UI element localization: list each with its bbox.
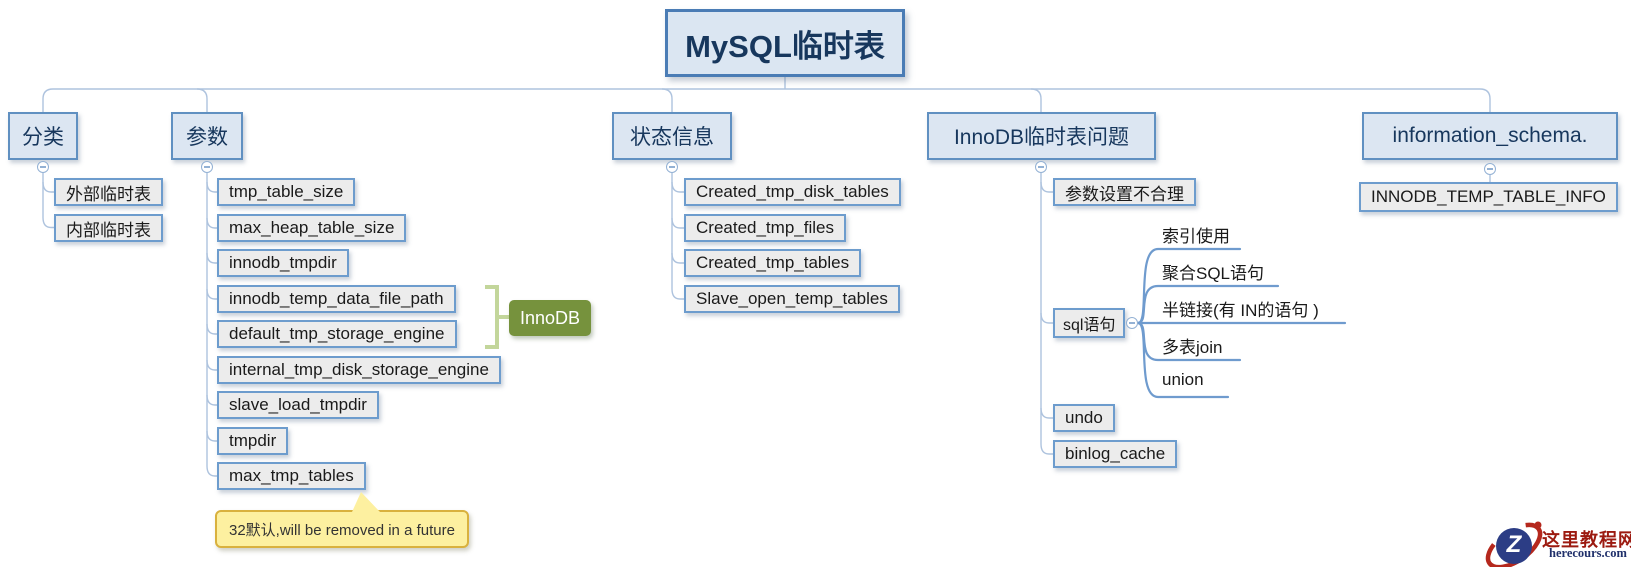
subtopic-label: sql语句	[1063, 317, 1116, 334]
root-topic[interactable]: MySQL临时表	[665, 9, 905, 77]
subtopic-internal-temp-table[interactable]: 内部临时表	[54, 214, 163, 242]
collapse-icon-status[interactable]	[666, 161, 678, 173]
line-topic-label: 多表join	[1162, 338, 1223, 357]
collapse-icon-innodb-issues[interactable]	[1035, 161, 1047, 173]
drop-parameters	[196, 88, 208, 112]
subtopic-label: tmp_table_size	[229, 182, 344, 201]
max-tmp-tables-callout[interactable]: 32默认,will be removed in a future	[215, 510, 469, 548]
subtopic-label: 外部临时表	[66, 184, 151, 204]
subtopic-label: 参数设置不合理	[1065, 184, 1184, 204]
watermark-circle	[1496, 528, 1532, 564]
line-topic-multi-table-join[interactable]: 多表join	[1162, 333, 1222, 358]
collapse-icon-parameters[interactable]	[201, 161, 213, 173]
stub-classification-1	[42, 181, 54, 193]
watermark-logo-letter: Z	[1506, 531, 1522, 558]
subtopic-label: Created_tmp_files	[696, 218, 834, 237]
subtopic-external-temp-table[interactable]: 外部临时表	[54, 178, 163, 206]
subtopic-label: 内部临时表	[66, 220, 151, 240]
subtopic-label: Created_tmp_tables	[696, 253, 850, 272]
line-topic-aggregate-sql[interactable]: 聚合SQL语句	[1162, 259, 1264, 284]
subtopic-slave-open-temp-tables[interactable]: Slave_open_temp_tables	[684, 285, 900, 313]
subtopic-innodb-temp-data-file-path[interactable]: innodb_temp_data_file_path	[217, 285, 456, 313]
collapse-icon-sql-statements[interactable]	[1126, 317, 1138, 329]
subtopic-created-tmp-tables[interactable]: Created_tmp_tables	[684, 249, 862, 277]
subtopic-max-heap-table-size[interactable]: max_heap_table_size	[217, 214, 407, 242]
callout-text: 32默认,will be removed in a future	[229, 521, 455, 539]
root-topic-label: MySQL临时表	[685, 28, 885, 64]
subtopic-tmpdir[interactable]: tmpdir	[217, 427, 289, 455]
subtopic-label: internal_tmp_disk_storage_engine	[229, 360, 489, 379]
topic-information-schema-label: information_schema.	[1392, 124, 1588, 147]
line-topic-label: 半链接(有 IN的语句 )	[1162, 301, 1319, 320]
innodb-group-label[interactable]: InnoDB	[509, 300, 591, 336]
topic-status-label: 状态信息	[630, 126, 714, 149]
callout-pointer	[352, 492, 380, 512]
collapse-icon-classification[interactable]	[37, 161, 49, 173]
line-topic-index-usage[interactable]: 索引使用	[1162, 222, 1230, 247]
sql-fan-lines	[1136, 247, 1347, 399]
innodb-group-label-text: InnoDB	[519, 307, 581, 328]
subtopic-label: max_tmp_tables	[229, 466, 354, 485]
subtopic-unreasonable-parameters[interactable]: 参数设置不合理	[1053, 178, 1196, 206]
watermark-site-url: herecours.com	[1549, 546, 1627, 560]
subtopic-slave-load-tmpdir[interactable]: slave_load_tmpdir	[217, 391, 379, 419]
innodb-group-bracket	[485, 285, 509, 349]
topic-classification-label: 分类	[22, 126, 64, 149]
line-topic-label: 聚合SQL语句	[1162, 264, 1265, 283]
subtopic-label: tmpdir	[229, 431, 277, 450]
subtopic-label: innodb_temp_data_file_path	[229, 289, 444, 308]
line-topic-union[interactable]: union	[1162, 370, 1204, 390]
topic-innodb-issues-label: InnoDB临时表问题	[953, 126, 1130, 149]
subtopic-default-tmp-storage-engine[interactable]: default_tmp_storage_engine	[217, 320, 457, 348]
line-topic-label: union	[1162, 370, 1204, 389]
watermark-orbit-dot	[1534, 521, 1542, 529]
subtopic-label: INNODB_TEMP_TABLE_INFO	[1371, 187, 1606, 206]
line-topic-semi-join[interactable]: 半链接(有 IN的语句 )	[1162, 296, 1319, 321]
watermark-site-name: 这里教程网	[1542, 530, 1631, 550]
topic-parameters-label: 参数	[186, 126, 228, 149]
topic-classification[interactable]: 分类	[8, 112, 78, 160]
subtopic-label: Created_tmp_disk_tables	[696, 182, 889, 201]
subtopic-label: innodb_tmpdir	[229, 253, 337, 272]
subtopic-created-tmp-disk-tables[interactable]: Created_tmp_disk_tables	[684, 178, 901, 206]
subtopic-innodb-temp-table-info[interactable]: INNODB_TEMP_TABLE_INFO	[1359, 182, 1618, 212]
spine-parameters	[206, 173, 217, 477]
spine-status	[671, 173, 684, 300]
subtopic-tmp-table-size[interactable]: tmp_table_size	[217, 178, 356, 206]
topic-parameters[interactable]: 参数	[171, 112, 243, 160]
collapse-icon-information-schema[interactable]	[1484, 163, 1496, 175]
subtopic-max-tmp-tables[interactable]: max_tmp_tables	[217, 462, 366, 490]
subtopic-label: binlog_cache	[1065, 444, 1166, 463]
subtopic-sql-statements[interactable]: sql语句	[1053, 308, 1126, 338]
subtopic-label: Slave_open_temp_tables	[696, 289, 888, 308]
drop-status	[661, 88, 673, 112]
subtopic-label: max_heap_table_size	[229, 218, 395, 237]
topic-innodb-issues[interactable]: InnoDB临时表问题	[927, 112, 1156, 160]
subtopic-label: slave_load_tmpdir	[229, 395, 367, 414]
spine-innodb-issues	[1040, 173, 1053, 455]
topic-information-schema[interactable]: information_schema.	[1362, 112, 1618, 160]
drop-innodb-issues	[1030, 88, 1042, 112]
topic-status[interactable]: 状态信息	[612, 112, 732, 160]
subtopic-binlog-cache[interactable]: binlog_cache	[1053, 440, 1178, 468]
line-topic-label: 索引使用	[1162, 227, 1230, 246]
subtopic-internal-tmp-disk-storage-engine[interactable]: internal_tmp_disk_storage_engine	[217, 356, 501, 384]
watermark-logo	[1485, 521, 1543, 567]
subtopic-undo[interactable]: undo	[1053, 404, 1115, 432]
spine-classification	[42, 173, 54, 229]
subtopic-innodb-tmpdir[interactable]: innodb_tmpdir	[217, 249, 349, 277]
subtopic-created-tmp-files[interactable]: Created_tmp_files	[684, 214, 846, 242]
top-rail	[42, 88, 1491, 112]
subtopic-label: undo	[1065, 408, 1103, 427]
subtopic-label: default_tmp_storage_engine	[229, 324, 445, 343]
